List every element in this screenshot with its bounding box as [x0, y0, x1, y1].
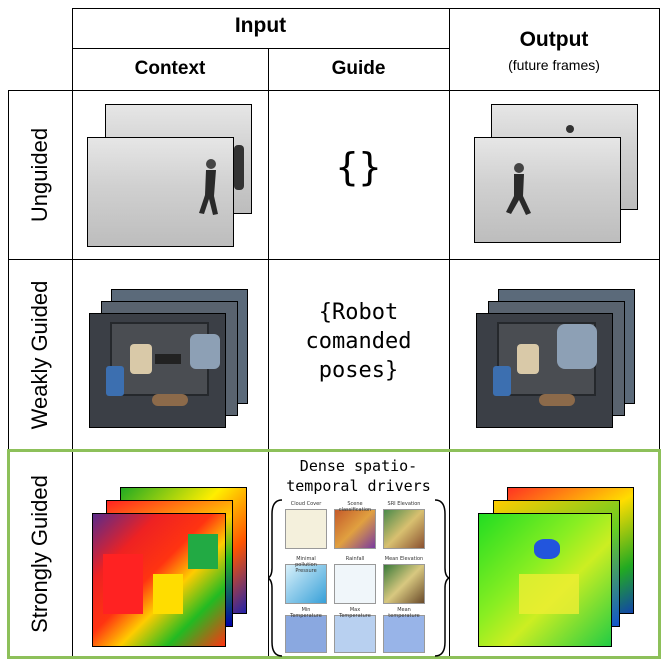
mini-plot-mean-temperature: Mean temperature: [383, 607, 425, 653]
guide-weakly: {Robot comanded poses}: [305, 300, 412, 383]
mini-plot-cloud-cover: Cloud Cover: [285, 501, 327, 549]
grid-header-bottom: [8, 90, 660, 91]
mini-plot-rainfall: Rainfall: [334, 556, 376, 604]
guide-unguided: {}: [335, 145, 382, 189]
context-robot-frame-1: [89, 313, 226, 428]
walker-figure: [199, 159, 218, 215]
output-header: Output: [519, 28, 589, 51]
mini-plot-mean-elevation: Mean Elevation: [383, 556, 425, 604]
output-subheader: (future frames): [508, 57, 600, 73]
output-satellite-frame-1: [478, 513, 612, 647]
context-frame-front: [87, 137, 234, 247]
strongly-guided-highlight: [7, 449, 661, 659]
grid-col1: [72, 8, 73, 656]
output-robot-frame-1: [476, 313, 613, 428]
row-label-unguided: Unguided: [27, 127, 52, 223]
mini-plot-scene-classification: Scene classification: [334, 501, 376, 549]
mini-plot-pressure: Minimal pollution Pressure: [285, 556, 327, 604]
walker-figure-output: [506, 163, 531, 215]
mini-plot-sri-elevation: SRI Elevation: [383, 501, 425, 549]
context-header: Context: [134, 58, 206, 79]
guide-header: Guide: [331, 58, 386, 79]
grid-input-sub: [72, 48, 449, 49]
output-frame-front: [474, 137, 621, 243]
guide-strong-braces: [268, 499, 449, 657]
grid-col3: [449, 8, 450, 656]
grid-left: [8, 90, 9, 656]
input-header: Input: [234, 14, 287, 37]
context-satellite-frame-1: [92, 513, 226, 647]
guide-strong-title: Dense spatio- temporal drivers: [286, 457, 431, 495]
mini-plot-max-temperature: Max Temperature: [334, 607, 376, 653]
mini-plot-min-temperature: Min Temperature: [285, 607, 327, 653]
row-label-strongly-guided: Strongly Guided: [27, 475, 52, 633]
grid-right: [659, 8, 660, 656]
grid-row1-bottom: [8, 259, 660, 260]
grid-top: [72, 8, 660, 9]
grid-col2: [268, 48, 269, 656]
row-label-weakly-guided: Weakly Guided: [27, 280, 52, 430]
